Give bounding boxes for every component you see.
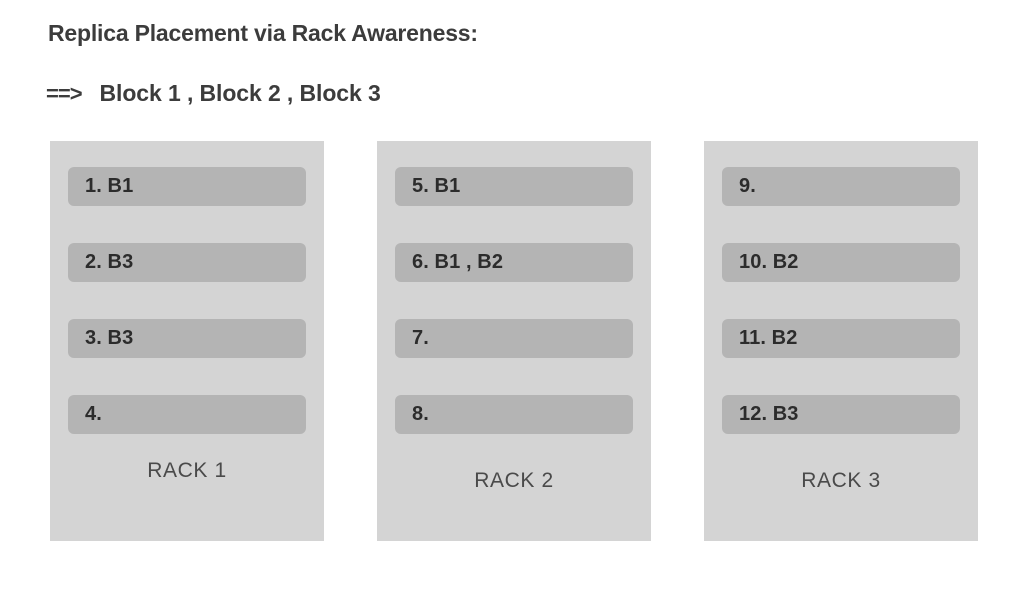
rack-slot[interactable]: 12. B3 — [722, 395, 960, 434]
rack-1-slot-list: 1. B1 2. B3 3. B3 4. — [68, 167, 306, 434]
rack-slot[interactable]: 1. B1 — [68, 167, 306, 206]
rack-slot[interactable]: 5. B1 — [395, 167, 633, 206]
rack-2-slot-list: 5. B1 6. B1 , B2 7. 8. — [395, 167, 633, 434]
rack-3-slot-list: 9. 10. B2 11. B2 12. B3 — [722, 167, 960, 434]
arrow-glyph: ==> — [46, 81, 83, 106]
rack-2: 5. B1 6. B1 , B2 7. 8. RACK 2 — [377, 141, 651, 541]
rack-1-label: RACK 1 — [147, 459, 227, 482]
rack-slot[interactable]: 10. B2 — [722, 243, 960, 282]
rack-slot[interactable]: 7. — [395, 319, 633, 358]
rack-3: 9. 10. B2 11. B2 12. B3 RACK 3 — [704, 141, 978, 541]
page-title: Replica Placement via Rack Awareness: — [48, 20, 478, 46]
rack-slot[interactable]: 6. B1 , B2 — [395, 243, 633, 282]
rack-slot[interactable]: 2. B3 — [68, 243, 306, 282]
blocks-list-label: Block 1 , Block 2 , Block 3 — [99, 80, 381, 106]
blocks-summary-line: ==> Block 1 , Block 2 , Block 3 — [46, 80, 381, 107]
rack-slot[interactable]: 11. B2 — [722, 319, 960, 358]
rack-slot[interactable]: 3. B3 — [68, 319, 306, 358]
rack-3-label: RACK 3 — [801, 469, 881, 492]
rack-slot[interactable]: 4. — [68, 395, 306, 434]
rack-1: 1. B1 2. B3 3. B3 4. RACK 1 — [50, 141, 324, 541]
rack-slot[interactable]: 8. — [395, 395, 633, 434]
rack-slot[interactable]: 9. — [722, 167, 960, 206]
rack-group: 1. B1 2. B3 3. B3 4. RACK 1 5. B1 6. B1 … — [50, 141, 990, 541]
rack-2-label: RACK 2 — [474, 469, 554, 492]
